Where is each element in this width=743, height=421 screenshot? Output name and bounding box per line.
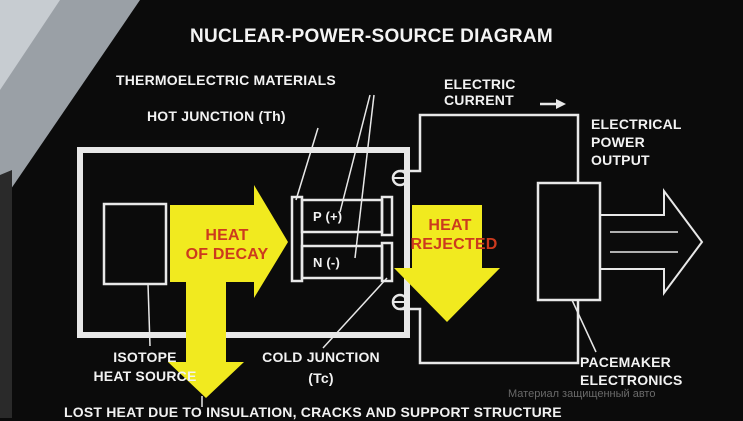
isotope-heat-source-block: [104, 204, 166, 284]
leader-hot-junction: [296, 128, 318, 200]
label-lost-heat: LOST HEAT DUE TO INSULATION, CRACKS AND …: [64, 404, 562, 421]
label-pacemaker-line1: PACEMAKER: [580, 354, 671, 371]
label-p-type: P (+): [313, 208, 342, 225]
electric-current-arrowhead: [556, 99, 566, 109]
label-isotope-line1: ISOTOPE: [80, 349, 210, 366]
leader-thermo-p: [340, 95, 370, 212]
heat-of-decay-arrow: [168, 185, 288, 398]
label-thermoelectric-materials: THERMOELECTRIC MATERIALS: [116, 72, 336, 89]
power-output-arrow: [600, 191, 702, 293]
cold-junction-plate-bottom: [382, 243, 392, 281]
label-isotope-line2: HEAT SOURCE: [80, 368, 210, 385]
hot-junction-plate: [292, 197, 302, 281]
leader-pacemaker: [572, 300, 596, 352]
circuit-wire-bottom: [400, 300, 578, 363]
label-electric-current-line1: ELECTRIC: [444, 76, 516, 93]
label-n-type: N (-): [313, 254, 340, 271]
page-edge: [0, 170, 12, 418]
label-heat-rejected-line2: REJECTED: [404, 235, 504, 254]
label-heat-of-decay-line1: HEAT: [172, 226, 282, 245]
label-pacemaker-line2: ELECTRONICS: [580, 372, 683, 389]
label-electrical-power-line1: ELECTRICAL: [591, 116, 682, 133]
label-hot-junction: HOT JUNCTION (Th): [147, 108, 286, 125]
label-electrical-power-line3: OUTPUT: [591, 152, 650, 169]
diagram-title: NUCLEAR-POWER-SOURCE DIAGRAM: [0, 26, 743, 48]
pacemaker-electronics-box: [538, 183, 600, 300]
label-electric-current-line2: CURRENT: [444, 92, 514, 109]
watermark-text: Материал защищенный авто: [508, 388, 655, 400]
label-cold-junction-line2: (Tc): [238, 370, 404, 387]
label-cold-junction-line1: COLD JUNCTION: [238, 349, 404, 366]
cold-junction-plate-top: [382, 197, 392, 235]
label-electrical-power-line2: POWER: [591, 134, 645, 151]
label-heat-rejected-line1: HEAT: [404, 216, 496, 235]
circuit-wire-top: [400, 115, 578, 183]
label-heat-of-decay-line2: OF DECAY: [172, 245, 282, 264]
